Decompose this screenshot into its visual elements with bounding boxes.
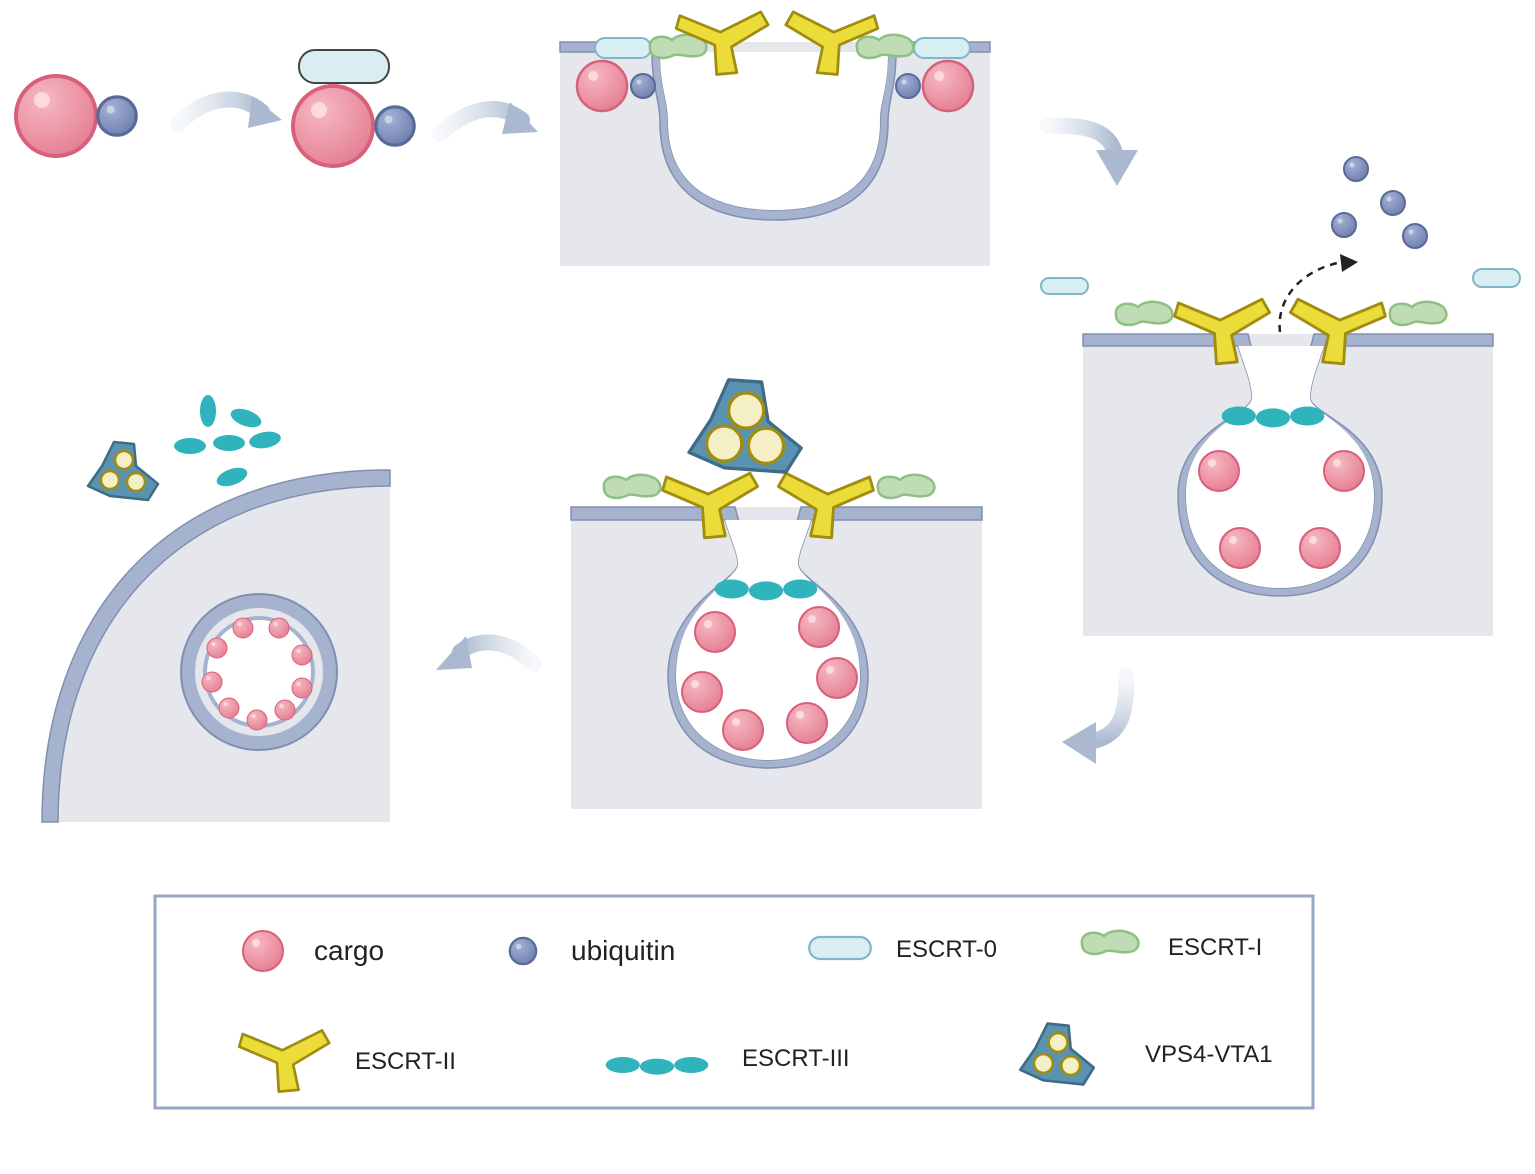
legend-escrt3-icon [605, 1057, 709, 1075]
step-1-ubiquitinated-cargo [14, 74, 138, 158]
legend-escrt0-label: ESCRT-0 [896, 936, 997, 963]
legend-cargo-icon [242, 930, 284, 972]
legend-cargo-label: cargo [314, 935, 384, 966]
legend: cargo ubiquitin ESCRT-0 ESCRT-I ESCRT-II… [153, 894, 1315, 1110]
step-6-multivesicular-body [41, 395, 391, 823]
arrow-step-5-to-6 [452, 634, 542, 672]
step-4-escrt3-assembly [1040, 156, 1521, 636]
step-2-escrt0-binding [291, 49, 416, 168]
step-3-membrane-invagination [559, 10, 991, 266]
legend-ubiquitin-label: ubiquitin [571, 935, 675, 966]
legend-vps4-vta1-label: VPS4-VTA1 [1145, 1041, 1273, 1068]
legend-ubiquitin-icon [508, 936, 538, 966]
legend-escrt1-icon [1080, 929, 1140, 956]
step-5-vps4-recruitment [570, 378, 983, 809]
legend-escrt1-label: ESCRT-I [1168, 934, 1262, 961]
legend-escrt2-label: ESCRT-II [355, 1048, 456, 1075]
legend-escrt3-label: ESCRT-III [742, 1045, 850, 1072]
legend-escrt0-icon [808, 935, 872, 961]
